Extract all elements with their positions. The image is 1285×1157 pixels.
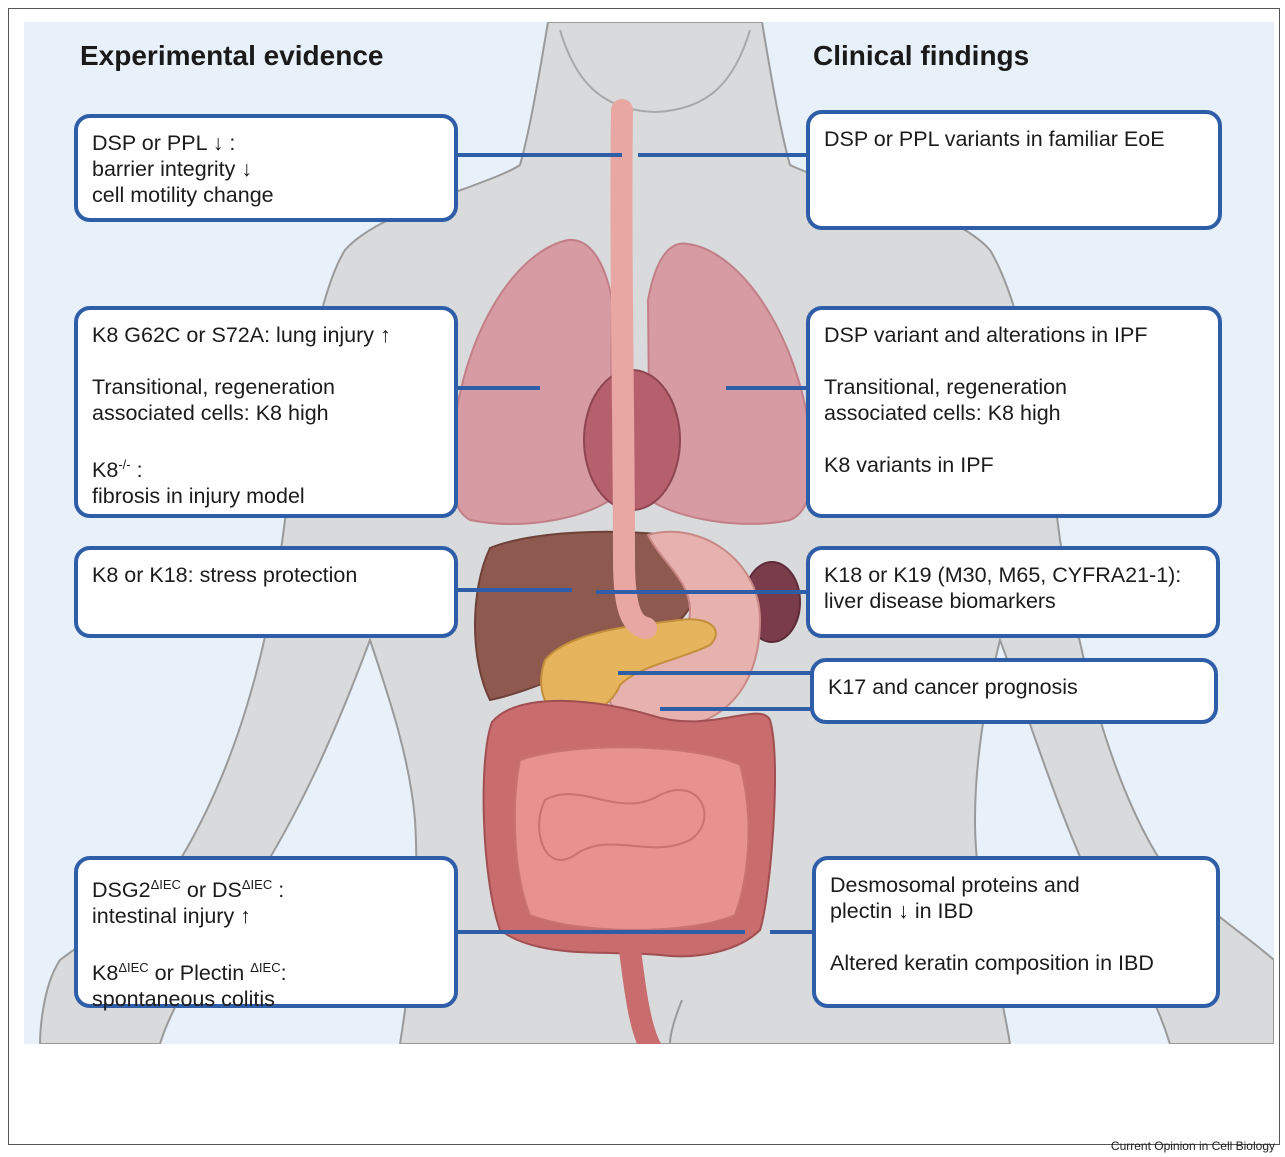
heading-experimental-evidence: Experimental evidence xyxy=(80,40,383,72)
text-superscript: ΔIEC xyxy=(242,877,272,892)
clinical-liver-box: K18 or K19 (M30, M65, CYFRA21-1): liver … xyxy=(806,546,1220,638)
clinical-pancreas-box: K17 and cancer prognosis xyxy=(810,658,1218,724)
box-text-line: DSP variant and alterations in IPF xyxy=(824,322,1204,348)
box-text-line: associated cells: K8 high xyxy=(92,400,440,426)
experimental-esophagus-box: DSP or PPL ↓ : barrier integrity ↓ cell … xyxy=(74,114,458,222)
text-suffix: : xyxy=(131,458,143,482)
text-superscript: ΔIEC xyxy=(250,960,280,975)
text-superscript: ΔIEC xyxy=(118,960,148,975)
box-text-line: cell motility change xyxy=(92,182,440,208)
box-text-line: liver disease biomarkers xyxy=(824,588,1202,614)
box-text-line: K8 or K18: stress protection xyxy=(92,562,440,588)
text-base: DSG2 xyxy=(92,878,151,902)
heading-clinical-findings: Clinical findings xyxy=(813,40,1029,72)
journal-credit: Current Opinion in Cell Biology xyxy=(1111,1139,1275,1153)
box-text-line: DSP or PPL variants in familiar EoE xyxy=(824,126,1204,152)
box-text-line: K17 and cancer prognosis xyxy=(828,674,1200,700)
box-text-line: K8 G62C or S72A: lung injury ↑ xyxy=(92,322,440,348)
text-suffix: : xyxy=(281,961,287,985)
box-text-line: Desmosomal proteins and xyxy=(830,872,1202,898)
text-base: K8 xyxy=(92,961,118,985)
box-text-line: K8ΔIEC or Plectin ΔIEC: xyxy=(92,955,440,986)
experimental-liver-box: K8 or K18: stress protection xyxy=(74,546,458,638)
box-text-line: plectin ↓ in IBD xyxy=(830,898,1202,924)
text-superscript: ΔIEC xyxy=(151,877,181,892)
box-text-line: DSP or PPL ↓ : xyxy=(92,130,440,156)
box-text-line: intestinal injury ↑ xyxy=(92,903,440,929)
clinical-intestine-box: Desmosomal proteins and plectin ↓ in IBD… xyxy=(812,856,1220,1008)
text-superscript: -/- xyxy=(118,457,130,472)
experimental-lung-box: K8 G62C or S72A: lung injury ↑ Transitio… xyxy=(74,306,458,518)
box-text-line: Transitional, regeneration xyxy=(92,374,440,400)
box-text-line: K8 variants in IPF xyxy=(824,452,1204,478)
box-text-line: K18 or K19 (M30, M65, CYFRA21-1): xyxy=(824,562,1202,588)
text-base: K8 xyxy=(92,458,118,482)
text-suffix: : xyxy=(272,878,284,902)
box-text-line: barrier integrity ↓ xyxy=(92,156,440,182)
box-text-line: Altered keratin composition in IBD xyxy=(830,950,1202,976)
text-middle: or Plectin xyxy=(149,961,251,985)
box-text-line: Transitional, regeneration xyxy=(824,374,1204,400)
box-text-line: DSG2ΔIEC or DSΔIEC : xyxy=(92,872,440,903)
box-text-line: fibrosis in injury model xyxy=(92,483,440,509)
text-middle: or DS xyxy=(181,878,242,902)
box-text-line: K8-/- : xyxy=(92,452,440,483)
experimental-intestine-box: DSG2ΔIEC or DSΔIEC : intestinal injury ↑… xyxy=(74,856,458,1008)
box-text-line: spontaneous colitis xyxy=(92,986,440,1012)
box-text-line: associated cells: K8 high xyxy=(824,400,1204,426)
clinical-lung-box: DSP variant and alterations in IPF Trans… xyxy=(806,306,1222,518)
clinical-esophagus-box: DSP or PPL variants in familiar EoE xyxy=(806,110,1222,230)
